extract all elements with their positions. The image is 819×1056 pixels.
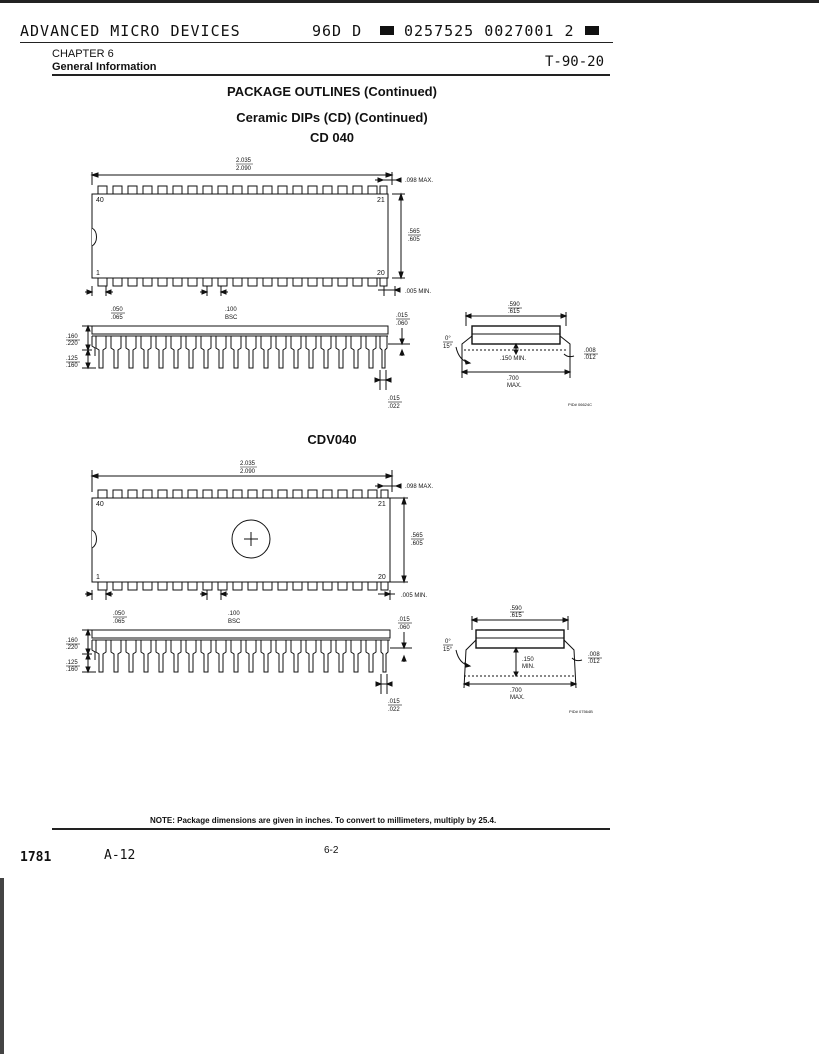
cd040-end-w-a: .590 <box>508 302 520 308</box>
cdv040-body-h-b: .220 <box>66 645 78 651</box>
header-barcode: 0257525 0027001 2 <box>404 22 575 40</box>
cdv040-length-min: 2.035 <box>240 461 256 467</box>
cd040-pin-20: 20 <box>377 270 385 277</box>
cd040-lead-t-b: .060 <box>396 321 408 327</box>
cdv040-pitch-b: .065 <box>113 619 125 625</box>
cd040-length-min: 2.035 <box>236 158 252 164</box>
cd040-pin-21: 21 <box>377 197 385 204</box>
scan-edge-mark <box>0 878 4 1054</box>
cdv040-width-max: .605 <box>411 541 423 547</box>
cdv040-top-view <box>85 470 408 600</box>
doc-ref: T-90-20 <box>545 54 605 70</box>
cd040-thick-b: .012 <box>584 355 596 361</box>
package-name-cdv040: CDV040 <box>307 432 357 447</box>
cd040-thick-a: .008 <box>584 348 596 354</box>
cd040-end-max: .098 MAX. <box>405 178 433 184</box>
cdv040-end-max: .098 MAX. <box>405 484 433 490</box>
cd040-body-h-a: .160 <box>66 334 78 340</box>
cd040-side-view <box>82 324 410 390</box>
cdv040-pin-21: 21 <box>378 501 386 508</box>
header-block-right <box>585 26 599 35</box>
cdv040-span-max: MAX. <box>510 695 525 701</box>
cdv040-seat-min-label: MIN. <box>522 664 535 670</box>
cd040-top-view <box>85 172 405 296</box>
header-company: ADVANCED MICRO DEVICES <box>20 22 241 40</box>
cdv040-pitch-a: .050 <box>113 611 125 617</box>
cdv040-pin-1: 1 <box>96 574 100 581</box>
cdv040-end-w-a: .590 <box>510 606 522 612</box>
footer-number: 1781 <box>20 850 52 865</box>
cd040-pitch-a: .050 <box>111 307 123 313</box>
cdv040-lead-l-a: .125 <box>66 660 78 666</box>
footer-rule <box>52 828 610 830</box>
cd040-angle-a: 0° <box>445 336 451 342</box>
cd040-end-w-b: .615 <box>508 309 520 315</box>
conversion-note: NOTE: Package dimensions are given in in… <box>150 816 496 825</box>
cdv040-length-max: 2.090 <box>240 469 256 475</box>
cdv040-end-w-b: .615 <box>510 613 522 619</box>
cdv040-fig-id: PID# 07564B <box>569 709 593 714</box>
cdv040-standoff-min: .005 MIN. <box>401 593 427 599</box>
cd040-span-max: MAX. <box>507 383 522 389</box>
cd040-pitch-b: .065 <box>111 315 123 321</box>
header-rule <box>20 42 613 43</box>
header-code: 96D D <box>312 22 363 40</box>
cdv040-pin-20: 20 <box>378 574 386 581</box>
cdv040-lead-t-b: .060 <box>398 625 410 631</box>
cdv040-thick-a: .008 <box>588 652 600 658</box>
cd040-body-h-b: .220 <box>66 341 78 347</box>
cd040-pin-40: 40 <box>96 197 104 204</box>
cd040-lead-w-b: .022 <box>388 404 400 410</box>
cdv040-pin-40: 40 <box>96 501 104 508</box>
section-label: General Information <box>52 61 157 73</box>
cd040-bsc: BSC <box>225 315 238 321</box>
chapter-label: CHAPTER 6 <box>52 48 114 60</box>
cd040-length-max: 2.090 <box>236 166 252 172</box>
cdv040-lead-w-a: .015 <box>388 699 400 705</box>
cdv040-span: .700 <box>510 688 522 694</box>
cd040-lead-t-a: .015 <box>396 313 408 319</box>
cdv040-spacing: .100 <box>228 611 240 617</box>
package-name-cd040: CD 040 <box>309 130 355 145</box>
cdv040-lead-t-a: .015 <box>398 617 410 623</box>
cdv040-lead-l-b: .160 <box>66 667 78 673</box>
cdv040-angle-b: 15° <box>443 647 453 653</box>
page-number: 6-2 <box>324 845 339 856</box>
cd040-width-min: .565 <box>408 229 420 235</box>
page-title: PACKAGE OUTLINES (Continued) <box>227 84 437 99</box>
cd040-spacing: .100 <box>225 307 237 313</box>
cd040-end-view <box>455 312 575 378</box>
cd040-seat-min: .150 MIN. <box>500 356 526 362</box>
top-border <box>0 0 819 3</box>
header-block-left <box>380 26 394 35</box>
cdv040-seat-val: .150 <box>522 657 534 663</box>
cd040-angle-b: 15° <box>443 344 453 350</box>
chapter-rule <box>52 74 610 76</box>
page-subtitle: Ceramic DIPs (CD) (Continued) <box>236 110 428 125</box>
cdv040-end-view <box>455 616 583 689</box>
cd040-standoff-min: .005 MIN. <box>405 289 431 295</box>
cdv040-angle-a: 0° <box>445 639 451 645</box>
cdv040-thick-b: .012 <box>588 659 600 665</box>
cdv040-body-h-a: .160 <box>66 638 78 644</box>
cd040-width-max: .605 <box>408 237 420 243</box>
cdv040-side-view <box>82 628 412 694</box>
cd040-lead-w-a: .015 <box>388 396 400 402</box>
cd040-lead-l-a: .125 <box>66 356 78 362</box>
footer-ref: A-12 <box>104 848 136 863</box>
cdv040-lead-w-b: .022 <box>388 707 400 713</box>
cdv040-width-min: .565 <box>411 533 423 539</box>
cd040-lead-l-b: .160 <box>66 363 78 369</box>
cd040-span: .700 <box>507 376 519 382</box>
cd040-fig-id: PID# 06624C <box>568 402 592 407</box>
cdv040-bsc: BSC <box>228 619 241 625</box>
cd040-pin-1: 1 <box>96 270 100 277</box>
